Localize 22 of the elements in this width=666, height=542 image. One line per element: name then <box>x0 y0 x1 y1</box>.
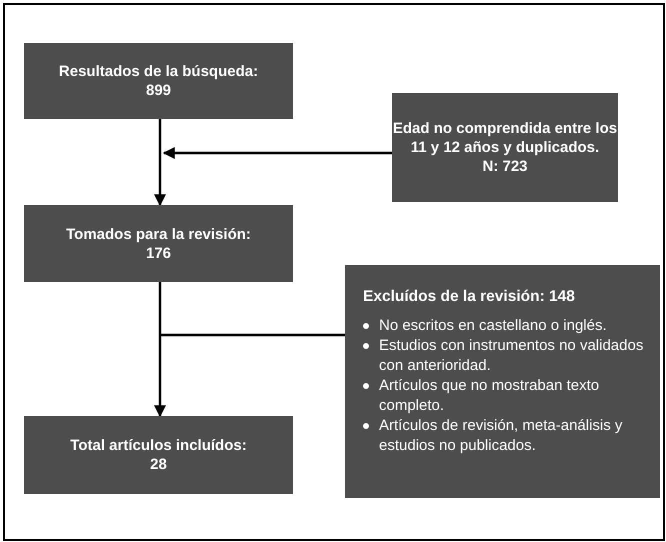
box-heading: Tomados para la revisión: <box>66 224 251 244</box>
box-count: 899 <box>146 81 172 100</box>
process-box <box>24 205 293 282</box>
list-item-text: Estudios con instrumentos no validados con anterioridad. <box>379 337 644 374</box>
connector-line <box>161 334 345 336</box>
process-box <box>24 43 293 119</box>
box-count: N: 723 <box>482 157 528 176</box>
box-heading: Excluídos de la revisión: 148 <box>363 287 575 306</box>
box-count: 28 <box>150 455 167 474</box>
arrow <box>162 147 392 159</box>
box-heading: Edad no comprendida entre los 11 y 12 años y duplicados. <box>392 119 618 157</box>
list-item-text: No escritos en castellano o inglés. <box>379 317 607 334</box>
arrow <box>154 282 166 418</box>
list-item-text: Artículos que no mostraban texto completo. <box>379 377 600 414</box>
list-item-text: Artículos de revisión, meta-análisis y estudios no publicados. <box>379 417 622 454</box>
box-heading: Resultados de la búsqueda: <box>58 62 258 81</box>
arrow <box>154 119 166 206</box>
process-box <box>345 265 660 498</box>
box-heading: Total artículos incluídos: <box>70 436 247 455</box>
process-box <box>392 93 618 202</box>
box-count: 176 <box>146 244 172 262</box>
process-box <box>24 416 293 494</box>
